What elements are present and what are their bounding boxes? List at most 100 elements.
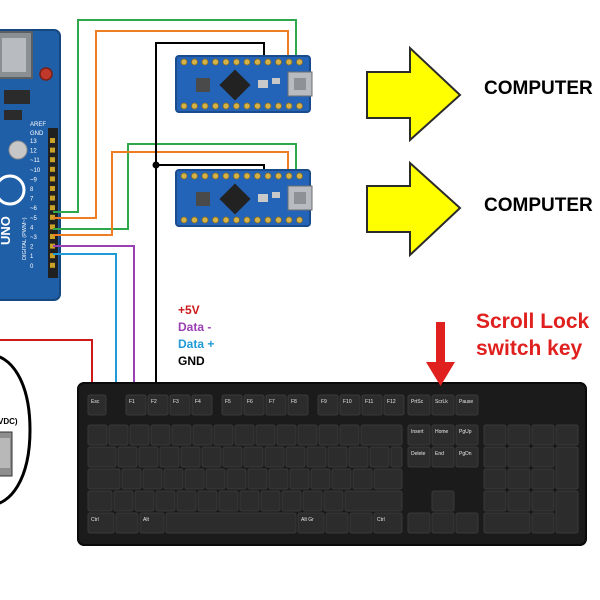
keyboard-key <box>310 468 331 490</box>
key-pause <box>455 394 479 416</box>
keyboard-key <box>281 490 302 512</box>
wire-green-top <box>53 19 297 213</box>
key-numpad <box>531 468 555 490</box>
key-numpad <box>507 490 531 512</box>
keyboard-key-label: PgUp <box>459 429 472 435</box>
keyboard-key <box>201 446 222 468</box>
keyboard-key-label: F12 <box>387 399 396 405</box>
wire-green-bottom <box>53 143 297 230</box>
keyboard-key <box>108 424 129 446</box>
key-esc <box>87 394 107 416</box>
keyboard-key-label: ScrLk <box>435 399 448 405</box>
keyboard-key <box>115 512 139 534</box>
key-numpad <box>531 424 555 446</box>
key-numpad <box>507 424 531 446</box>
key-alt-gr <box>297 512 325 534</box>
key-function <box>191 394 213 416</box>
keyboard-key <box>352 468 373 490</box>
keyboard-key <box>218 490 239 512</box>
keyboard-key-label: Ctrl <box>91 517 99 523</box>
arduino-header-pin <box>50 138 55 143</box>
key-numpad <box>483 424 507 446</box>
keyboard-key <box>87 490 113 512</box>
key-prtsc <box>407 394 431 416</box>
keyboard-key <box>138 446 159 468</box>
key-nav <box>407 424 431 446</box>
keyboard-key <box>155 490 176 512</box>
key-numpad-enter <box>555 490 579 534</box>
pro-micro-board-bottom <box>175 169 313 227</box>
keyboard-key <box>331 468 352 490</box>
key-function <box>317 394 339 416</box>
keyboard-key-label: Alt Gr <box>301 517 314 523</box>
scroll-lock-label-line2: switch key <box>476 337 583 360</box>
keyboard-key-label: Insert <box>411 429 424 435</box>
arrow-to-computer-bottom <box>366 160 462 258</box>
legend-data-minus: Data - <box>178 320 212 334</box>
key-nav <box>431 446 455 468</box>
keyboard-key <box>243 446 264 468</box>
key-numpad <box>531 512 555 534</box>
keyboard-key <box>369 446 390 468</box>
keyboard-key <box>113 490 134 512</box>
keyboard-key <box>276 424 297 446</box>
key-numpad <box>555 424 579 446</box>
keyboard-key <box>197 490 218 512</box>
key-nav <box>407 446 431 468</box>
keyboard-key <box>268 468 289 490</box>
keyboard-key <box>121 468 142 490</box>
keyboard-key <box>239 490 260 512</box>
computer-label-top: COMPUTER <box>484 78 593 99</box>
arduino-header-pin <box>50 157 55 163</box>
keyboard-key-label: F4 <box>195 399 201 405</box>
keyboard-key-label: Pause <box>459 399 473 405</box>
arduino-header-pin <box>50 195 55 201</box>
key-nav <box>431 424 455 446</box>
keyboard-key-label: F11 <box>365 399 373 405</box>
keyboard-key <box>205 468 226 490</box>
arduino-pin-label: ~5 <box>30 216 38 222</box>
wire-orange-bottom <box>53 151 289 236</box>
keyboard-key <box>373 468 403 490</box>
keyboard-key <box>302 490 323 512</box>
key-space <box>165 512 297 534</box>
arduino-header-pin <box>50 253 55 259</box>
keyboard-key <box>171 424 192 446</box>
arduino-pin-label: 2 <box>30 245 34 251</box>
keyboard-key-label: F9 <box>321 399 327 405</box>
arduino-header-pin <box>50 176 55 182</box>
key-function <box>125 394 147 416</box>
keyboard-key <box>184 468 205 490</box>
keyboard-key-label: End <box>435 451 444 457</box>
arduino-pin-label: 13 <box>30 139 37 145</box>
scroll-lock-label-line1: Scroll Lock <box>476 310 590 333</box>
pro-micro-board-top <box>175 55 313 113</box>
keyboard-key <box>318 424 339 446</box>
keyboard-key <box>349 512 373 534</box>
arduino-pin-label: ~6 <box>30 206 38 212</box>
keyboard-key-label: PgDn <box>459 451 472 457</box>
keyboard-key-label: F5 <box>225 399 231 405</box>
key-function <box>221 394 243 416</box>
arduino-pin-label: 12 <box>30 149 37 155</box>
keyboard-key-label: Delete <box>411 451 426 457</box>
gnd-junction-dot <box>152 161 160 169</box>
key-numpad <box>531 446 555 468</box>
keyboard-key <box>306 446 327 468</box>
key-numpad <box>483 468 507 490</box>
keyboard-key <box>176 490 197 512</box>
keyboard-key <box>285 446 306 468</box>
arduino-pin-label: ~3 <box>30 235 38 241</box>
arduino-gnd-label: GND <box>30 131 44 137</box>
keyboard-key <box>260 490 281 512</box>
key-function <box>243 394 265 416</box>
wire-orange-top <box>53 30 289 219</box>
arduino-header-pin <box>50 205 55 211</box>
key-scroll-lock <box>431 394 455 416</box>
keyboard-key <box>87 424 108 446</box>
keyboard-key <box>87 446 117 468</box>
keyboard-key <box>344 490 403 512</box>
key-function <box>339 394 361 416</box>
keyboard-key-label: Home <box>435 429 449 435</box>
